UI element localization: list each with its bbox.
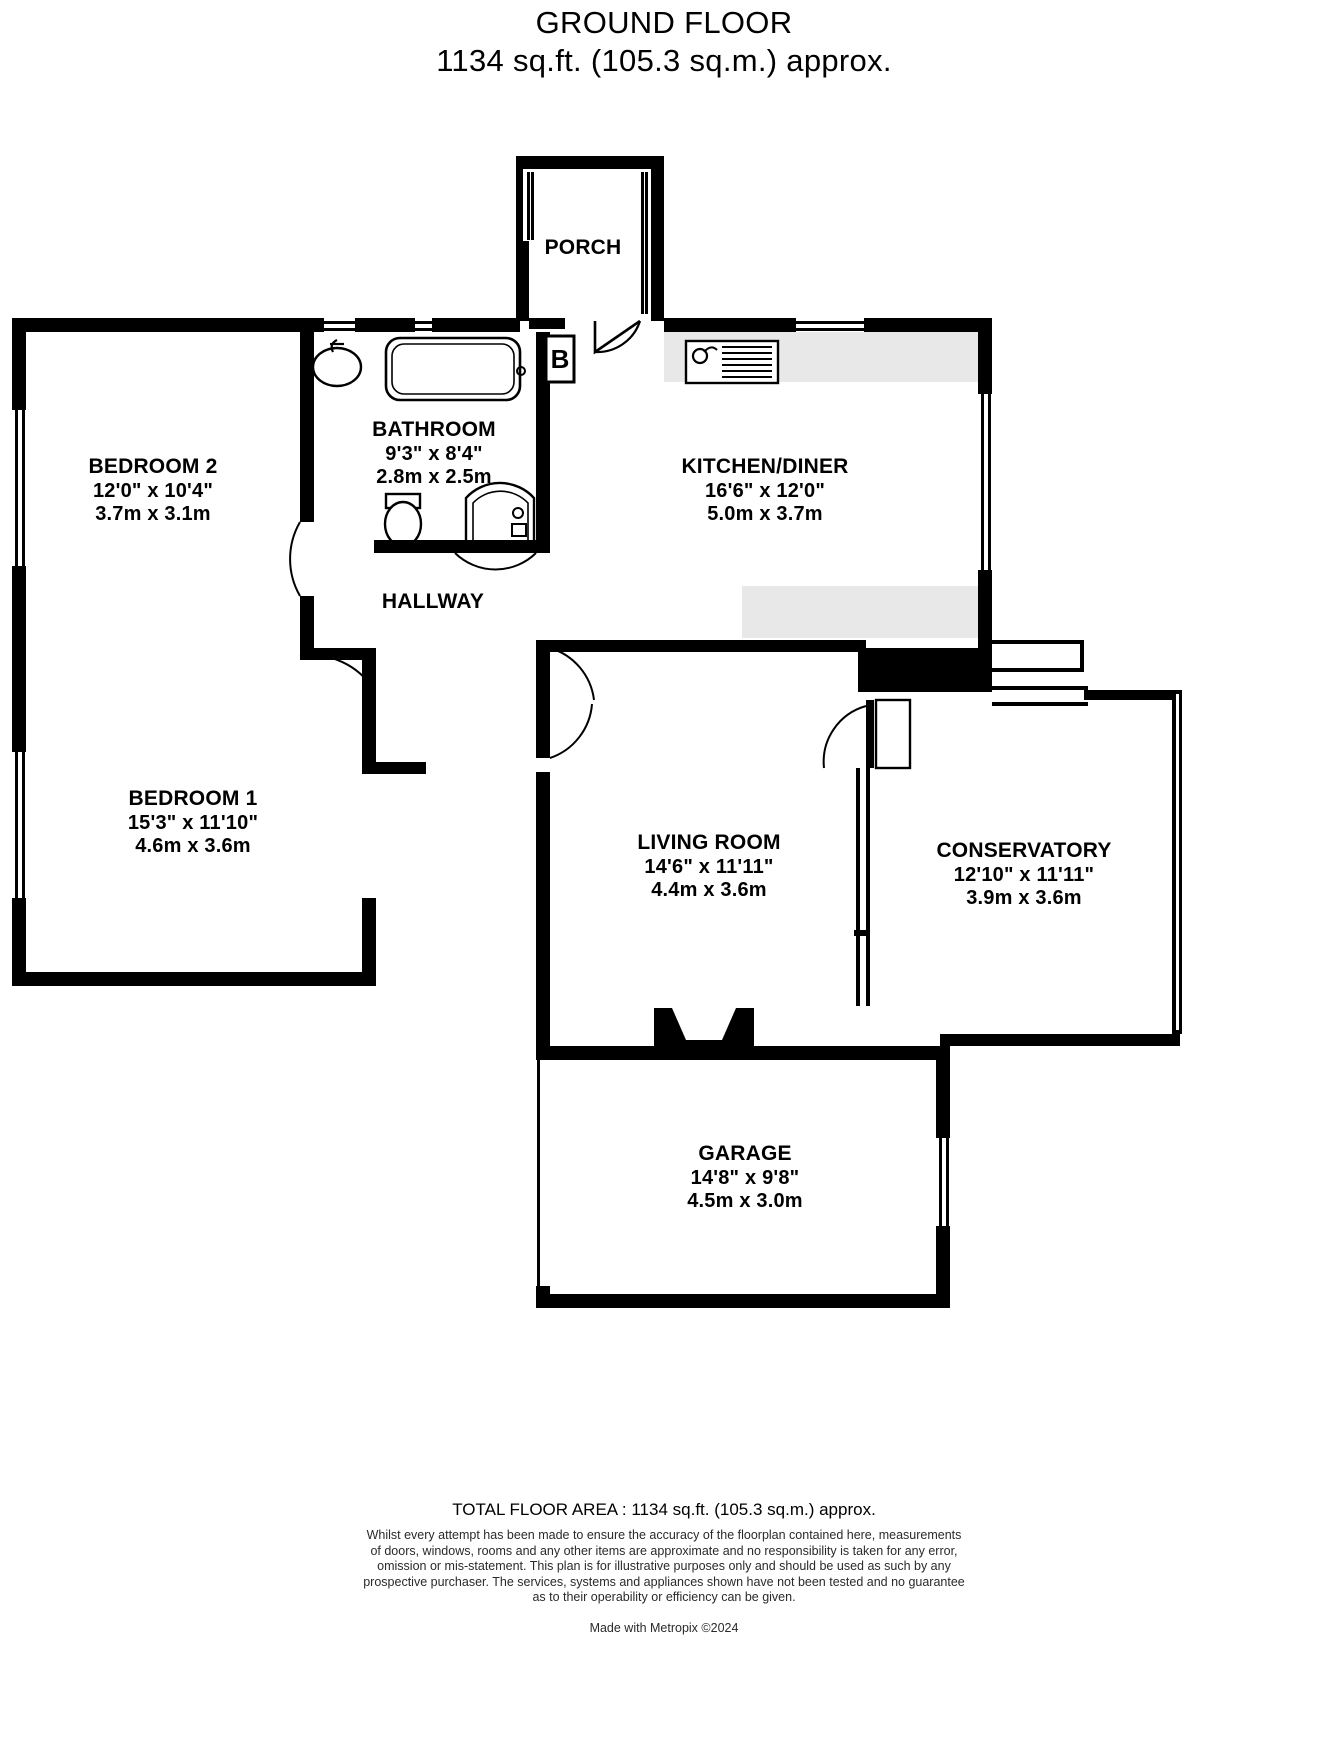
porch-structure	[516, 156, 664, 355]
living-conservatory-walls	[536, 640, 1182, 1060]
conservatory-imperial: 12'10" x 11'11"	[953, 863, 1095, 886]
disclaimer-line: Whilst every attempt has been made to en…	[366, 1528, 962, 1542]
garage-metric: 4.5m x 3.0m	[687, 1190, 803, 1213]
room-label-garage: GARAGE 14'8" x 9'8" 4.5m x 3.0m	[620, 1142, 870, 1214]
page-title: GROUND FLOOR	[535, 5, 793, 40]
total-floor-area: TOTAL FLOOR AREA : 1134 sq.ft. (105.3 sq…	[452, 1500, 876, 1519]
boiler-marker-label: B	[546, 339, 574, 379]
main-house-walls	[12, 318, 992, 986]
internal-walls	[289, 332, 866, 1052]
room-label-bedroom1: BEDROOM 1 15'3" x 11'10" 4.6m x 3.6m	[68, 787, 318, 859]
room-label-kitchen: KITCHEN/DINER 16'6" x 12'0" 5.0m x 3.7m	[640, 455, 890, 527]
room-label-porch: PORCH	[483, 236, 683, 261]
room-label-conservatory: CONSERVATORY 12'10" x 11'11" 3.9m x 3.6m	[889, 839, 1159, 911]
livingroom-name: LIVING ROOM	[637, 831, 781, 854]
made-with-credit: Made with Metropix ©2024	[589, 1621, 739, 1635]
room-label-bathroom: BATHROOM 9'3" x 8'4" 2.8m x 2.5m	[309, 418, 559, 490]
porch-name: PORCH	[544, 236, 622, 259]
disclaimer-line: as to their operability or efficiency ca…	[532, 1590, 796, 1604]
bathroom-imperial: 9'3" x 8'4"	[385, 442, 483, 465]
garage-name: GARAGE	[698, 1142, 792, 1165]
garage-walls	[536, 1046, 950, 1308]
plan-header: GROUND FLOOR 1134 sq.ft. (105.3 sq.m.) a…	[0, 4, 1328, 80]
bedroom1-metric: 4.6m x 3.6m	[135, 835, 251, 858]
kitchen-metric: 5.0m x 3.7m	[707, 503, 823, 526]
kitchen-name: KITCHEN/DINER	[681, 455, 849, 478]
kitchen-imperial: 16'6" x 12'0"	[704, 479, 826, 502]
garage-imperial: 14'8" x 9'8"	[690, 1166, 800, 1189]
hallway-name: HALLWAY	[381, 590, 485, 613]
livingroom-metric: 4.4m x 3.6m	[651, 879, 767, 902]
disclaimer-line: omission or mis-statement. This plan is …	[377, 1559, 951, 1573]
conservatory-name: CONSERVATORY	[936, 839, 1112, 862]
bedroom2-name: BEDROOM 2	[88, 455, 218, 478]
bedroom1-name: BEDROOM 1	[128, 787, 258, 810]
room-label-livingroom: LIVING ROOM 14'6" x 11'11" 4.4m x 3.6m	[584, 831, 834, 903]
bedroom1-imperial: 15'3" x 11'10"	[127, 811, 259, 834]
boiler-letter: B	[550, 344, 570, 374]
bedroom2-imperial: 12'0" x 10'4"	[92, 479, 214, 502]
kitchen-fixtures	[664, 332, 978, 638]
room-label-bedroom2: BEDROOM 2 12'0" x 10'4" 3.7m x 3.1m	[28, 455, 278, 527]
disclaimer: Whilst every attempt has been made to en…	[0, 1528, 1328, 1606]
bedroom2-metric: 3.7m x 3.1m	[95, 503, 211, 526]
conservatory-metric: 3.9m x 3.6m	[966, 887, 1082, 910]
bathroom-name: BATHROOM	[372, 418, 496, 441]
livingroom-imperial: 14'6" x 11'11"	[644, 855, 774, 878]
bathroom-fixtures	[311, 318, 550, 571]
bathroom-metric: 2.8m x 2.5m	[376, 466, 492, 489]
disclaimer-line: of doors, windows, rooms and any other i…	[370, 1543, 958, 1558]
room-label-hallway: HALLWAY	[333, 590, 533, 615]
disclaimer-line: prospective purchaser. The services, sys…	[363, 1574, 965, 1589]
boiler-marker-box	[544, 334, 576, 384]
page-area-subtitle: 1134 sq.ft. (105.3 sq.m.) approx.	[436, 43, 892, 78]
